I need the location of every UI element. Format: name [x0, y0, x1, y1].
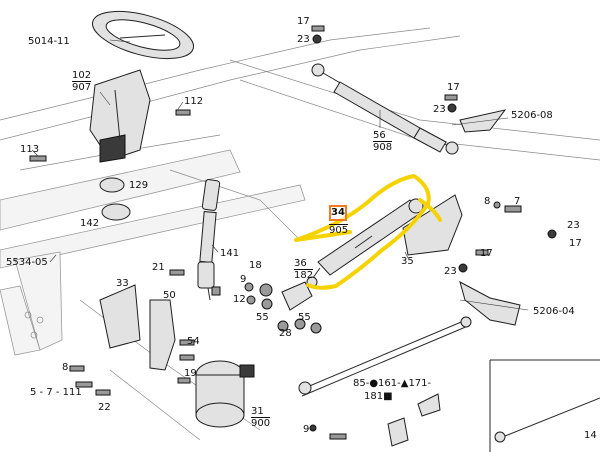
label-14: 14 — [584, 430, 597, 441]
label-31-900: 31 900 — [251, 406, 271, 429]
tie-rod-upper — [311, 63, 459, 155]
label-142: 142 — [80, 218, 100, 229]
label-900: 900 — [251, 417, 271, 429]
steering-wheel — [92, 10, 194, 60]
label-55-left: 55 — [256, 312, 269, 323]
label-23-top: 23 — [297, 34, 310, 45]
selected-callout-34[interactable]: 34 — [329, 205, 347, 221]
steering-shaft — [197, 179, 221, 301]
part-129 — [99, 177, 125, 193]
label-28: 28 — [279, 328, 292, 339]
label-102-907: 102 907 — [72, 70, 92, 93]
label-181: 181■ — [364, 391, 393, 402]
label-12: 12 — [233, 294, 246, 305]
label-102: 102 — [72, 70, 92, 81]
label-33: 33 — [116, 278, 129, 289]
label-19: 19 — [184, 368, 197, 379]
label-5534-05: 5534-05 — [6, 257, 48, 268]
label-5-7-111: 5 - 7 - 111 — [30, 387, 82, 398]
fasteners — [29, 25, 557, 440]
label-141: 141 — [220, 248, 240, 259]
label-5014-11: 5014-11 — [28, 36, 70, 47]
label-22: 22 — [98, 402, 111, 413]
label-55-right: 55 — [298, 312, 311, 323]
label-9-bottom: 9 — [303, 424, 310, 435]
label-17-top: 17 — [297, 16, 310, 27]
label-36: 36 — [294, 258, 307, 269]
label-8-right: 8 — [484, 196, 491, 207]
arm-5206-04 — [459, 281, 521, 326]
label-907: 907 — [72, 81, 92, 93]
label-36-182: 36 182 — [294, 258, 314, 281]
label-908: 908 — [373, 141, 393, 153]
bracket-35 — [402, 194, 463, 256]
label-23-far-right: 23 — [567, 220, 580, 231]
label-17-far-right: 17 — [569, 238, 582, 249]
part-85 — [387, 417, 409, 447]
label-35: 35 — [401, 256, 414, 267]
label-50: 50 — [163, 290, 176, 301]
label-23-mid: 23 — [444, 266, 457, 277]
label-23-right: 23 — [433, 104, 446, 115]
label-182: 182 — [294, 269, 314, 281]
label-5206-04: 5206-04 — [533, 306, 575, 317]
label-9: 9 — [240, 274, 247, 285]
drag-link — [298, 316, 472, 417]
highlight-outline — [294, 174, 442, 290]
steering-column-housing — [89, 69, 151, 163]
label-112: 112 — [184, 96, 204, 107]
label-905: 905 — [329, 224, 349, 236]
label-21: 21 — [152, 262, 165, 273]
label-31: 31 — [251, 406, 264, 417]
linkage-28 — [281, 281, 313, 311]
steering-cylinder-34 — [306, 198, 424, 288]
label-5206-08: 5206-08 — [511, 110, 553, 121]
label-17-mid: 17 — [480, 248, 493, 259]
leader-lines — [31, 39, 529, 311]
label-56-908: 56 908 — [373, 130, 393, 153]
label-7: 7 — [514, 196, 521, 207]
steering-gear-box — [195, 360, 255, 428]
pitman-arm-50 — [149, 299, 176, 371]
label-8-left: 8 — [62, 362, 69, 373]
label-85-161-171: 85-●161-▲171- — [353, 378, 432, 389]
label-18: 18 — [249, 260, 262, 271]
label-129: 129 — [129, 180, 149, 191]
tie-rod-lower — [489, 359, 600, 452]
label-54: 54 — [187, 336, 200, 347]
label-113: 113 — [20, 144, 40, 155]
bracket-33 — [99, 284, 141, 349]
label-17-right: 17 — [447, 82, 460, 93]
label-56: 56 — [373, 130, 386, 141]
part-142 — [101, 203, 131, 221]
